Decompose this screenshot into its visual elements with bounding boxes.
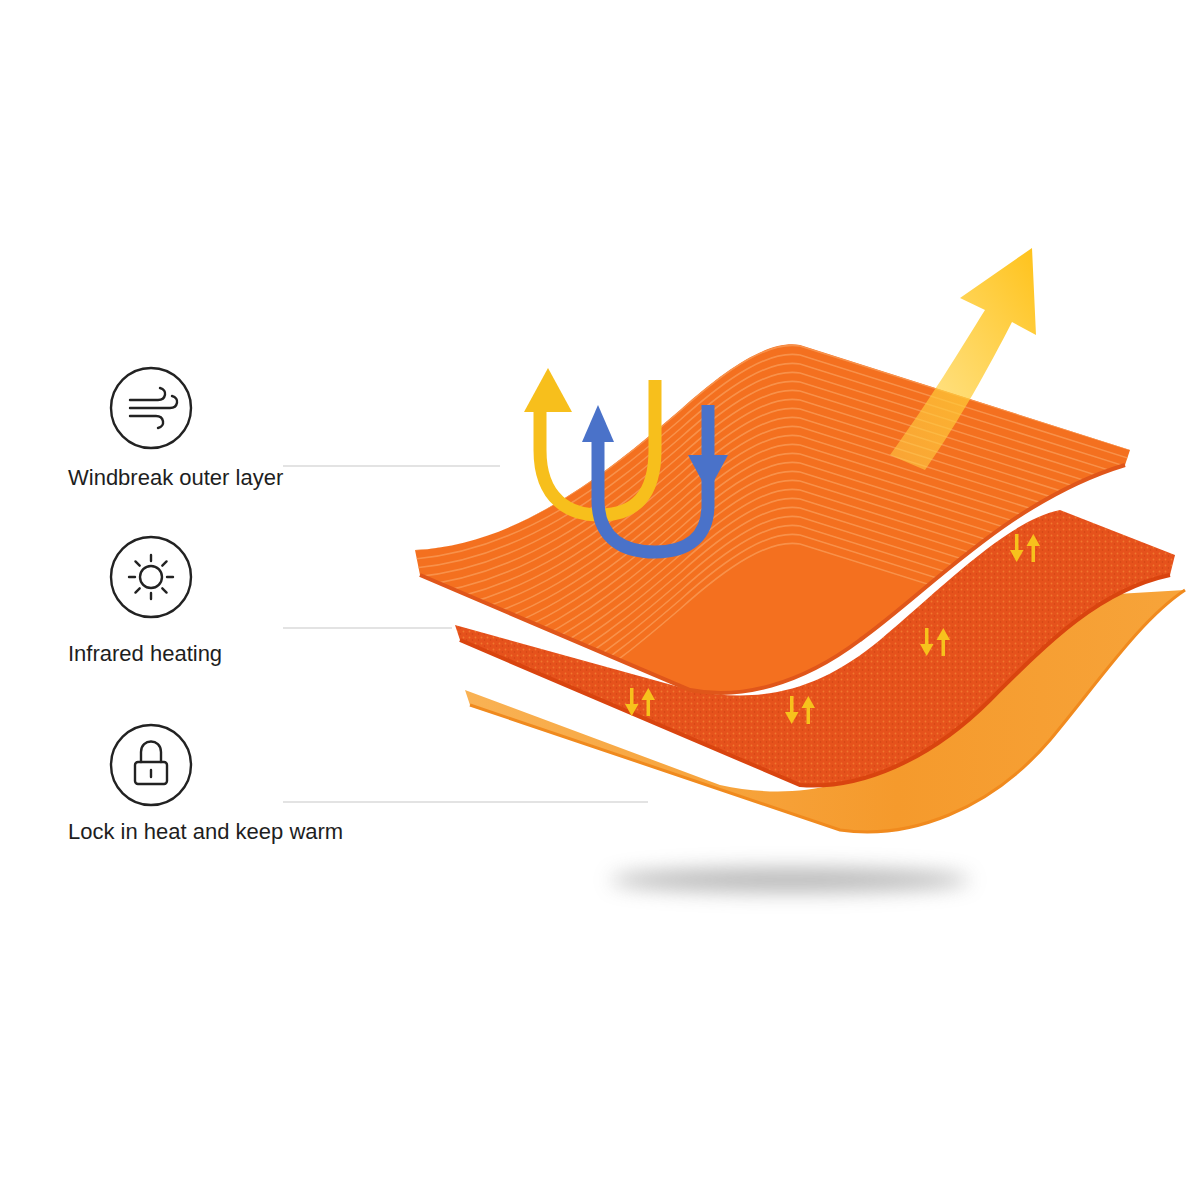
layer-label: Windbreak outer layer <box>68 465 283 491</box>
wind-icon <box>111 368 191 448</box>
outer-layer <box>415 344 1130 693</box>
sun-icon <box>111 537 191 617</box>
lock-icon <box>111 725 191 805</box>
heat-flow-arrows <box>625 534 1040 724</box>
heat-arrow <box>890 248 1036 470</box>
layer-label: Lock in heat and keep warm <box>68 819 343 845</box>
outer-layer-stripes <box>400 300 1150 749</box>
layer-label: Infrared heating <box>68 641 222 667</box>
shadow <box>610 868 970 892</box>
wind-arrow <box>598 405 708 552</box>
